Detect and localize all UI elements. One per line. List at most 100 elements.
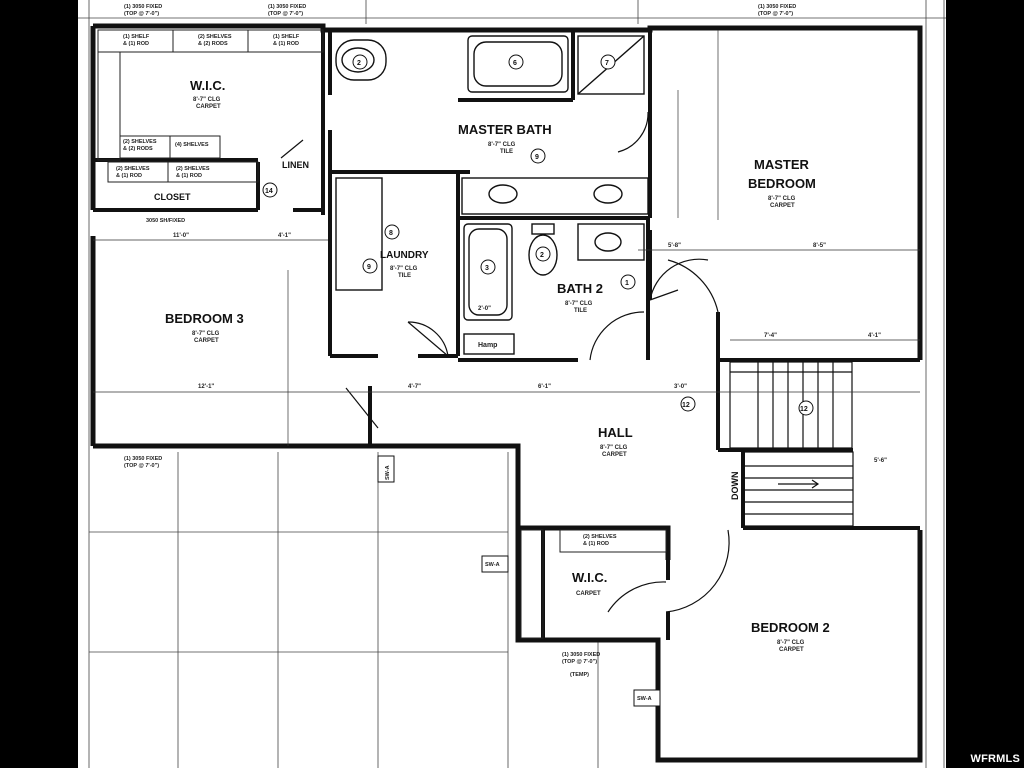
svg-text:(2) SHELVES: (2) SHELVES	[198, 34, 232, 40]
svg-text:7: 7	[605, 60, 609, 67]
closet-label: CLOSET	[154, 192, 191, 202]
svg-text:8'-7" CLG: 8'-7" CLG	[488, 142, 516, 148]
svg-text:(1) 3050 FIXED: (1) 3050 FIXED	[124, 456, 162, 462]
master-bedroom-label: MASTER	[754, 157, 810, 172]
svg-text:8'-7" CLG: 8'-7" CLG	[565, 301, 593, 307]
svg-text:(TEMP): (TEMP)	[570, 672, 589, 678]
svg-text:(2) SHELVES: (2) SHELVES	[116, 166, 150, 172]
stairs	[729, 361, 854, 527]
svg-text:8'-5": 8'-5"	[813, 243, 826, 249]
svg-text:3: 3	[485, 265, 489, 272]
svg-text:(1) 3050 FIXED: (1) 3050 FIXED	[562, 652, 600, 658]
svg-text:& (1) ROD: & (1) ROD	[583, 541, 609, 547]
svg-text:(2) SHELVES: (2) SHELVES	[583, 534, 617, 540]
svg-text:11'-0": 11'-0"	[173, 233, 189, 239]
svg-text:& (2) RODS: & (2) RODS	[123, 146, 153, 152]
dimension-texts: 11'-0" 4'-1" 12'-1" 4'-7" 6'-1" 3'-0" 5'…	[173, 233, 887, 464]
svg-text:(TOP @ 7'-0"): (TOP @ 7'-0")	[758, 11, 793, 17]
fixture-tags	[262, 54, 814, 416]
bath2-label: BATH 2	[557, 281, 603, 296]
svg-text:(TOP @ 7'-0"): (TOP @ 7'-0")	[124, 463, 159, 469]
svg-text:(1) SHELF: (1) SHELF	[273, 34, 300, 40]
hamper-label: Hamp	[478, 342, 497, 349]
svg-text:4'-7": 4'-7"	[408, 384, 421, 390]
svg-text:3050 SH/FIXED: 3050 SH/FIXED	[146, 218, 185, 224]
svg-text:& (1) ROD: & (1) ROD	[116, 173, 142, 179]
svg-text:2: 2	[357, 60, 361, 67]
svg-text:6: 6	[513, 60, 517, 67]
floor-plan-drawing: W.I.C. 8'-7" CLG CARPET MASTER BATH 8'-7…	[78, 0, 946, 768]
svg-text:8'-7" CLG: 8'-7" CLG	[192, 331, 220, 337]
svg-text:(1) SHELF: (1) SHELF	[123, 34, 150, 40]
svg-text:12: 12	[682, 402, 690, 409]
svg-text:(TOP @ 7'-0"): (TOP @ 7'-0")	[124, 11, 159, 17]
linen-label: LINEN	[282, 160, 309, 170]
svg-text:8: 8	[389, 230, 393, 237]
svg-text:12'-1": 12'-1"	[198, 384, 214, 390]
svg-text:8'-7" CLG: 8'-7" CLG	[600, 445, 628, 451]
svg-text:12: 12	[800, 406, 808, 413]
svg-text:8'-7" CLG: 8'-7" CLG	[768, 196, 796, 202]
svg-text:CARPET: CARPET	[196, 104, 221, 110]
fixture-tag-labels: 2 6 7 9 8 9 3 2 1 12 12 14	[265, 60, 808, 413]
svg-text:(TOP @ 7'-0"): (TOP @ 7'-0")	[562, 659, 597, 665]
svg-text:SW-A: SW-A	[485, 562, 500, 568]
svg-text:14: 14	[265, 188, 273, 195]
svg-text:& (1) ROD: & (1) ROD	[273, 41, 299, 47]
stairs-down-label: DOWN	[730, 472, 740, 501]
bedroom2-label: BEDROOM 2	[751, 620, 830, 635]
svg-text:(1) 3050 FIXED: (1) 3050 FIXED	[758, 4, 796, 10]
svg-text:CARPET: CARPET	[576, 591, 601, 597]
interior-walls	[93, 30, 920, 640]
svg-text:BEDROOM: BEDROOM	[748, 176, 816, 191]
dimension-lines	[93, 30, 920, 446]
svg-text:9: 9	[535, 154, 539, 161]
svg-text:CARPET: CARPET	[779, 647, 804, 653]
svg-text:CARPET: CARPET	[194, 338, 219, 344]
svg-text:2'-0": 2'-0"	[478, 306, 491, 312]
svg-text:(1) 3050 FIXED: (1) 3050 FIXED	[124, 4, 162, 10]
svg-text:5'-6": 5'-6"	[874, 458, 887, 464]
hall-label: HALL	[598, 425, 633, 440]
svg-text:8'-7" CLG: 8'-7" CLG	[390, 266, 418, 272]
svg-text:5'-8": 5'-8"	[668, 243, 681, 249]
section-marker-labels: SW-A SW-A SW-A	[385, 465, 652, 702]
master-bath-label: MASTER BATH	[458, 122, 552, 137]
svg-text:(1) 3050 FIXED: (1) 3050 FIXED	[268, 4, 306, 10]
door-swings	[280, 111, 730, 613]
shelving	[97, 29, 667, 639]
svg-text:& (1) ROD: & (1) ROD	[176, 173, 202, 179]
bath-fixtures	[335, 35, 649, 355]
svg-text:3'-0": 3'-0"	[674, 384, 687, 390]
svg-text:7'-4": 7'-4"	[764, 333, 777, 339]
svg-text:TILE: TILE	[574, 308, 587, 314]
svg-text:(4) SHELVES: (4) SHELVES	[175, 142, 209, 148]
svg-text:1: 1	[625, 280, 629, 287]
mls-watermark: WFRMLS	[970, 753, 1020, 765]
svg-text:CARPET: CARPET	[770, 203, 795, 209]
floor-plan: W.I.C. 8'-7" CLG CARPET MASTER BATH 8'-7…	[78, 0, 946, 768]
svg-text:2: 2	[540, 252, 544, 259]
wic2-label: W.I.C.	[572, 570, 607, 585]
svg-text:SW-A: SW-A	[637, 696, 652, 702]
bedroom3-label: BEDROOM 3	[165, 311, 244, 326]
room-labels: W.I.C. 8'-7" CLG CARPET MASTER BATH 8'-7…	[154, 78, 830, 653]
svg-text:(2) SHELVES: (2) SHELVES	[123, 139, 157, 145]
svg-text:4'-1": 4'-1"	[868, 333, 881, 339]
section-markers	[377, 455, 661, 707]
closet-notes: (1) SHELF & (1) ROD (2) SHELVES & (2) RO…	[116, 4, 796, 678]
svg-text:SW-A: SW-A	[385, 465, 391, 480]
svg-text:(2) SHELVES: (2) SHELVES	[176, 166, 210, 172]
svg-text:CARPET: CARPET	[602, 452, 627, 458]
svg-text:(TOP @ 7'-0"): (TOP @ 7'-0")	[268, 11, 303, 17]
wic-master-label: W.I.C.	[190, 78, 225, 93]
svg-text:& (1) ROD: & (1) ROD	[123, 41, 149, 47]
svg-text:& (2) RODS: & (2) RODS	[198, 41, 228, 47]
svg-text:TILE: TILE	[398, 273, 411, 279]
laundry-label: LAUNDRY	[380, 250, 429, 261]
outer-grid-lines	[78, 0, 946, 768]
svg-text:6'-1": 6'-1"	[538, 384, 551, 390]
svg-text:4'-1": 4'-1"	[278, 233, 291, 239]
svg-text:TILE: TILE	[500, 149, 513, 155]
svg-text:8'-7" CLG: 8'-7" CLG	[777, 640, 805, 646]
